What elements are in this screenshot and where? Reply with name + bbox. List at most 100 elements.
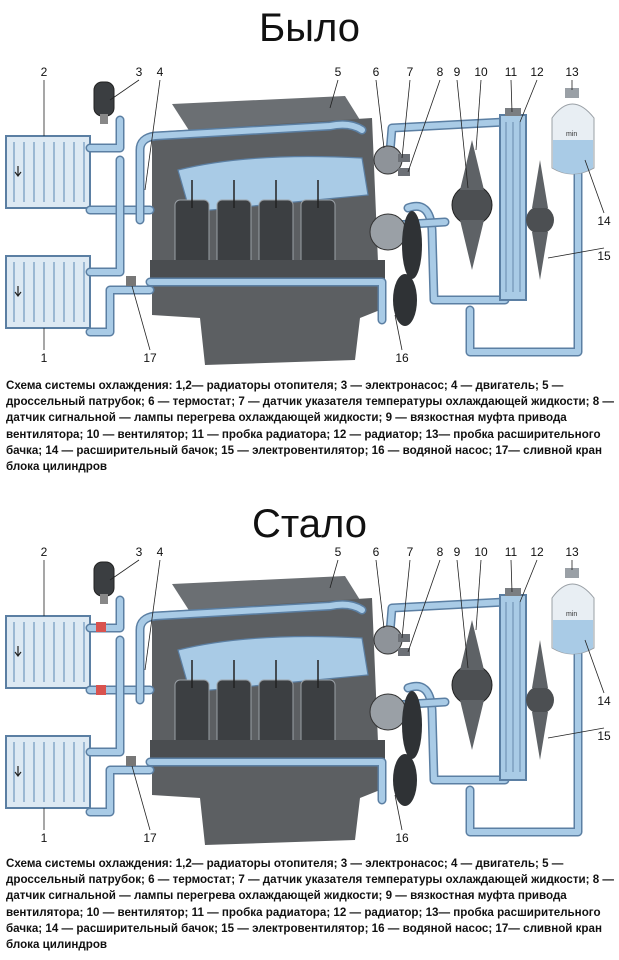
heater-radiator-1-arrow xyxy=(14,766,22,777)
heater-radiator-1 xyxy=(5,255,91,329)
heater-radiator-2-arrow xyxy=(14,166,22,177)
pump-pulley xyxy=(402,211,422,279)
callout-10: 10 xyxy=(474,65,488,79)
cylinder xyxy=(258,199,294,271)
thermostat-6 xyxy=(373,145,403,175)
callout-5: 5 xyxy=(335,545,342,559)
callout-leader xyxy=(456,79,469,189)
callout-14: 14 xyxy=(597,214,611,228)
heater-radiator-2 xyxy=(5,615,91,689)
callout-8: 8 xyxy=(437,545,444,559)
coolant-jacket xyxy=(177,155,369,213)
heater-radiator-1-arrow xyxy=(14,286,22,297)
callout-leader xyxy=(456,559,469,669)
callout-leader xyxy=(407,79,441,173)
callout-leader xyxy=(144,79,161,191)
callout-leader xyxy=(394,794,403,831)
temp-sensor-7 xyxy=(398,154,410,162)
pipe-drain-17 xyxy=(147,279,385,323)
caption-before: Схема системы охлаждения: 1,2— радиаторы… xyxy=(6,379,614,474)
valve-highlight xyxy=(96,622,106,632)
drain-tap-17 xyxy=(126,276,136,286)
callout-leader xyxy=(329,79,339,109)
pipe-throttle xyxy=(137,121,365,223)
engine-4 xyxy=(150,96,385,365)
temp-sensor-7 xyxy=(398,634,410,642)
callout-6: 6 xyxy=(373,65,380,79)
cylinder xyxy=(174,199,210,271)
callout-leader xyxy=(519,559,538,603)
callout-leader xyxy=(329,559,339,589)
callout-leader xyxy=(584,639,605,694)
water-pump-16 xyxy=(369,213,407,251)
water-pump-16 xyxy=(369,693,407,731)
cylinder xyxy=(300,679,336,751)
callout-leader xyxy=(547,727,605,739)
callout-leader xyxy=(407,559,441,653)
pipe-upper-radiator xyxy=(387,119,508,155)
radiator-cap-11 xyxy=(505,588,521,596)
callout-10: 10 xyxy=(474,545,488,559)
callout-leader xyxy=(131,765,151,831)
pipe-tank-return xyxy=(467,169,581,355)
pipe-heater1-return-outline xyxy=(85,285,155,337)
crankcase xyxy=(150,740,385,762)
electric-fan-15 xyxy=(526,686,554,714)
callout-7: 7 xyxy=(407,545,414,559)
callout-leader xyxy=(109,559,140,581)
electric-fan-blades xyxy=(532,640,548,760)
cylinder xyxy=(216,679,252,751)
callout-5: 5 xyxy=(335,65,342,79)
pipe-heater1-pump xyxy=(87,157,123,275)
callout-17: 17 xyxy=(143,831,157,845)
callout-8: 8 xyxy=(437,65,444,79)
pipe-heater1-return xyxy=(87,767,153,815)
tank-coolant xyxy=(553,620,593,654)
fan-10 xyxy=(460,140,484,270)
callout-2: 2 xyxy=(41,545,48,559)
tank-min-mark: min xyxy=(566,611,577,618)
cylinder xyxy=(216,199,252,271)
crank-pulley xyxy=(393,754,417,806)
heater-radiator-1-frame xyxy=(5,735,91,809)
callout-1: 1 xyxy=(41,831,48,845)
thermostat-6 xyxy=(373,625,403,655)
callout-4: 4 xyxy=(157,65,164,79)
pump-pulley xyxy=(402,691,422,759)
tank-cap-13 xyxy=(565,88,579,98)
callout-11: 11 xyxy=(505,65,518,79)
pump-outlet xyxy=(100,594,108,604)
heater-radiator-2-arrow xyxy=(14,646,22,657)
tank-cap-13 xyxy=(565,568,579,578)
callout-leader xyxy=(584,159,605,214)
callout-16: 16 xyxy=(395,351,409,365)
overheat-sensor-8 xyxy=(398,648,410,656)
callout-16: 16 xyxy=(395,831,409,845)
callout-leader xyxy=(547,247,605,259)
pump-outlet xyxy=(100,114,108,124)
viscous-coupling-9 xyxy=(451,184,493,226)
callout-3: 3 xyxy=(136,65,143,79)
callout-1: 1 xyxy=(41,351,48,365)
heater-radiator-2 xyxy=(5,135,91,209)
caption-after: Схема системы охлаждения: 1,2— радиаторы… xyxy=(6,857,614,952)
coolant-jacket xyxy=(177,635,369,693)
radiator-cap-11 xyxy=(505,108,521,116)
callout-leader xyxy=(510,79,513,113)
tank-coolant xyxy=(553,140,593,174)
overheat-sensor-8 xyxy=(398,168,410,176)
pipe-upper-radiator xyxy=(387,599,508,635)
tank-min-mark: min xyxy=(566,131,577,138)
callout-leader xyxy=(519,79,538,123)
callout-leader xyxy=(375,79,385,149)
callout-15: 15 xyxy=(597,249,611,263)
pipe-heater1-return-outline xyxy=(85,765,155,817)
callout-7: 7 xyxy=(407,65,414,79)
crankcase xyxy=(150,260,385,282)
callout-3: 3 xyxy=(136,545,143,559)
heading-after: Стало xyxy=(251,502,368,546)
callout-13: 13 xyxy=(565,545,579,559)
callout-leader xyxy=(401,559,411,639)
